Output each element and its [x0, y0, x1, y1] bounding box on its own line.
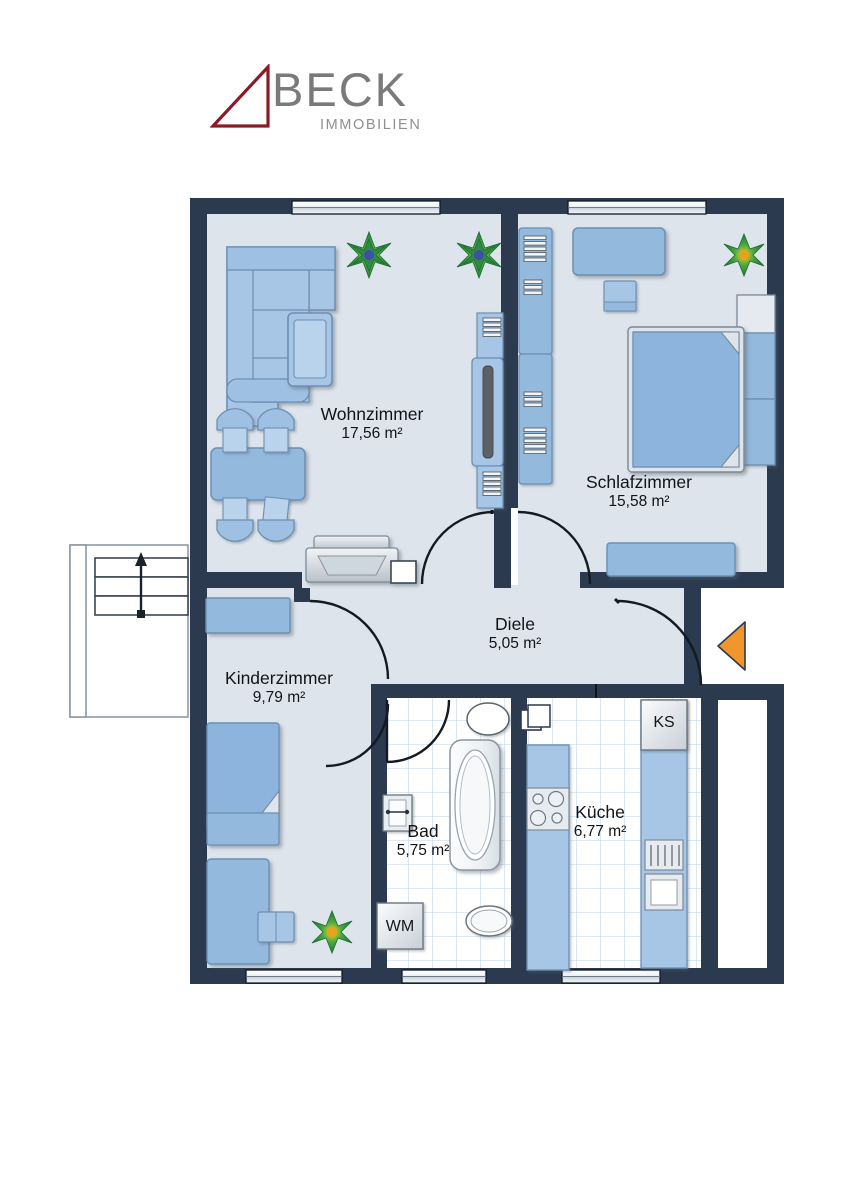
- kitchen-sink: [644, 839, 684, 911]
- tv-cabinet: [305, 535, 417, 584]
- washbasin: [466, 702, 510, 736]
- shelf-bedroom: [518, 227, 553, 485]
- doors: [309, 510, 703, 768]
- bath-cabinet: [382, 794, 413, 832]
- window-schlafzimmer-top: [567, 200, 707, 215]
- logo-tagline-text: IMMOBILIEN: [320, 117, 422, 133]
- books-living: [482, 317, 502, 496]
- stove: [526, 787, 570, 831]
- shelf-living: [471, 312, 504, 509]
- door-bad-leaf: [385, 699, 451, 764]
- plant-icon-3: [723, 232, 765, 278]
- kitchen-counter-left: [526, 744, 570, 971]
- triangle-mark-icon: [210, 64, 270, 128]
- furniture-wohnzimmer: [210, 246, 504, 584]
- single-bed-kids: [206, 722, 280, 846]
- washing-machine: [376, 902, 424, 950]
- chair-kids: [257, 911, 295, 943]
- fixtures-kueche: [526, 699, 688, 971]
- window-bad-bottom: [401, 969, 487, 984]
- logo-brand-text: BECK: [272, 63, 408, 116]
- sideboard-bedroom: [606, 542, 736, 577]
- plant-icon-4: [311, 909, 353, 955]
- dining-chairs: [216, 408, 295, 542]
- toilet: [465, 905, 513, 937]
- furniture-schlafzimmer: [518, 227, 776, 577]
- armchair: [287, 312, 333, 387]
- door-entrance: [616, 599, 703, 686]
- plants: [311, 230, 765, 955]
- company-logo: BECK IMMOBILIEN: [210, 62, 420, 152]
- door-schlafzimmer: [517, 510, 592, 585]
- appliance-label-washing-machine: WM: [385, 918, 415, 935]
- windows: [245, 200, 707, 984]
- stairs-up-arrow-icon: [135, 552, 147, 618]
- books-bedroom: [523, 235, 547, 454]
- entrance-arrow-icon: [717, 621, 746, 671]
- window-kueche-bottom: [561, 969, 661, 984]
- plant-icon-1: [346, 230, 392, 280]
- desk-chair: [603, 280, 637, 312]
- door-wohnzimmer: [420, 510, 495, 585]
- plant-icon-2: [456, 230, 502, 280]
- furniture-kinderzimmer: [205, 597, 295, 965]
- kitchen-outlet: [527, 704, 551, 728]
- double-bed: [627, 326, 745, 473]
- desk: [572, 227, 666, 276]
- refrigerator-unit: [640, 699, 688, 751]
- door-kinderzimmer: [309, 599, 390, 680]
- appliance-label-refrigerator: KS: [653, 714, 675, 731]
- bathtub: [449, 739, 501, 871]
- exterior-stairs: [69, 544, 189, 718]
- dining-table: [210, 447, 306, 501]
- fixtures-bad: [376, 702, 542, 950]
- window-kinderzimmer-bottom: [245, 969, 343, 984]
- window-wohnzimmer-top: [291, 200, 441, 215]
- wardrobe-kids: [205, 597, 291, 634]
